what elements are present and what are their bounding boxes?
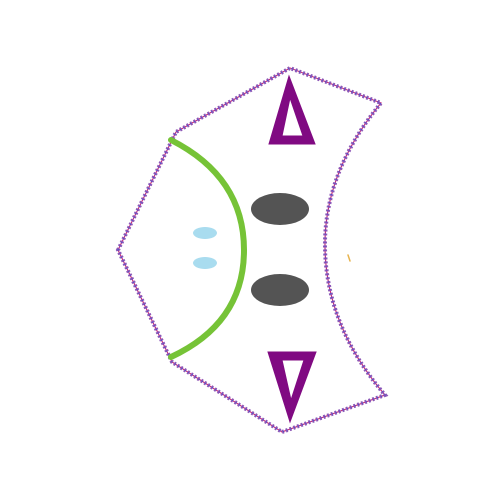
- gray-eye-bottom: [251, 274, 309, 306]
- shield-outline-stitch-purple: [115, 65, 389, 435]
- purple-triangle-bottom: [267, 351, 317, 424]
- purple-triangle-top: [268, 74, 316, 145]
- blue-dot-bottom: [193, 257, 217, 269]
- shield-outline-base: [117, 67, 387, 433]
- blue-dot-top: [193, 227, 217, 239]
- gray-eye-top: [251, 193, 309, 225]
- green-smile-arc: [168, 137, 248, 360]
- tiny-yellow-stitch-mark: [347, 254, 351, 262]
- shield-outline-group: [115, 65, 389, 435]
